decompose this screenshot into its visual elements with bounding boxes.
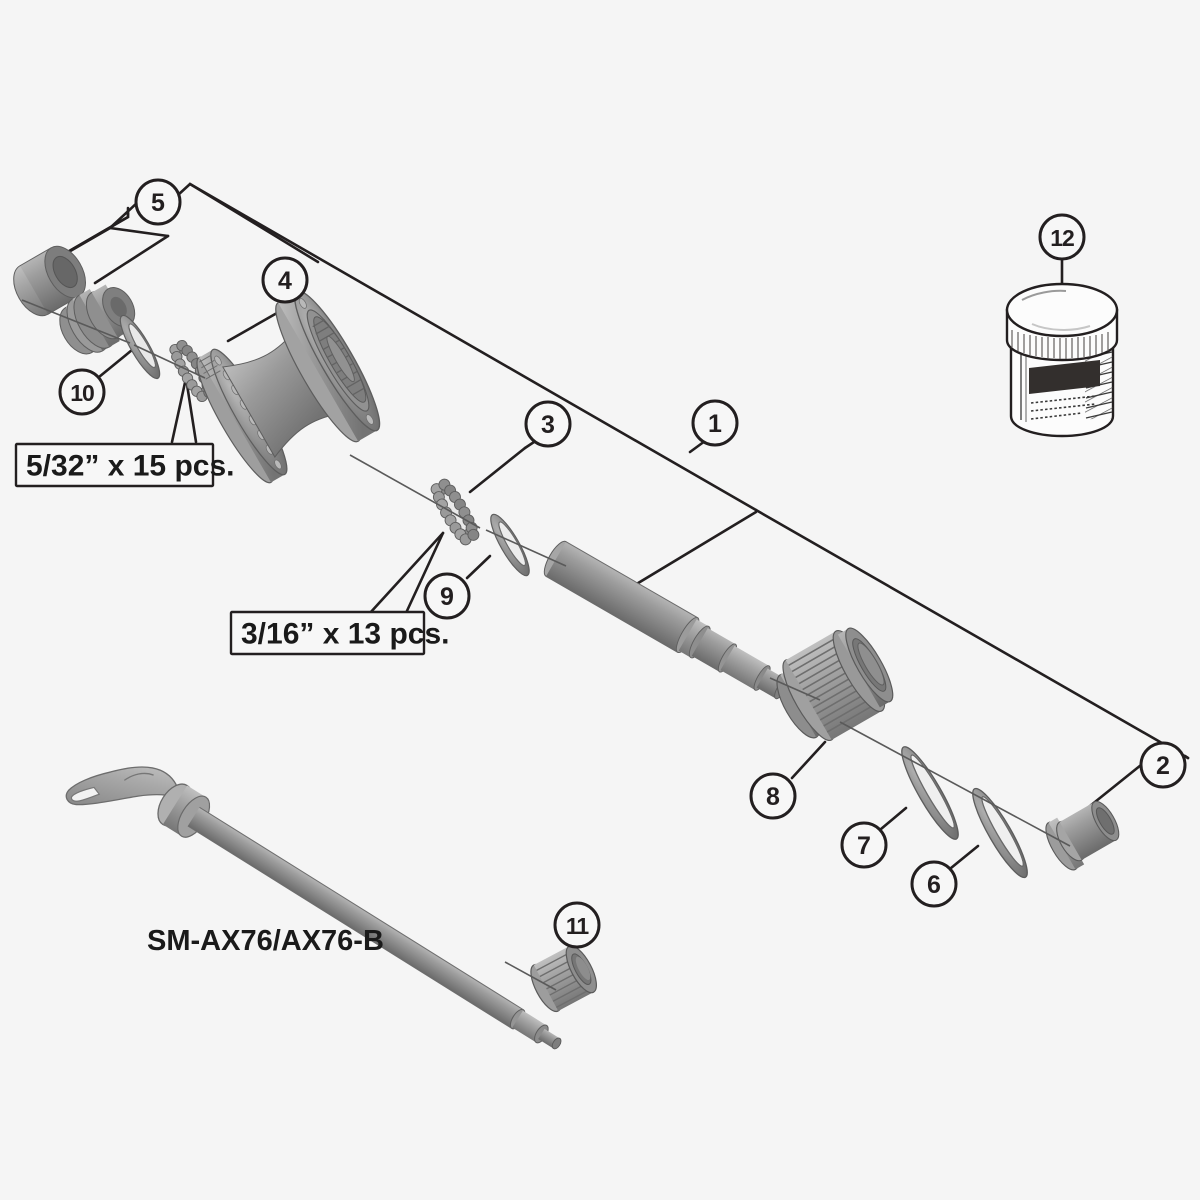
callout-8-label: 8: [766, 783, 780, 811]
part-freehub-body: [776, 627, 894, 741]
part-left-lock-nut: [13, 245, 86, 317]
leader-spec-large-a: [184, 376, 198, 444]
leader-5-seg3: [108, 226, 170, 238]
callout-5-label: 5: [151, 189, 165, 217]
leader-2-stub: [1183, 754, 1190, 760]
leader-spec-small-a: [368, 531, 445, 615]
leader-8: [790, 740, 827, 780]
part-seal-ring-6: [972, 787, 1028, 879]
callout-2-circle: [1139, 741, 1187, 789]
leader-7: [879, 806, 908, 831]
axis-line-freehub-in: [769, 677, 821, 701]
axis-line-left2: [133, 344, 206, 379]
callout-9-label: 9: [440, 583, 454, 611]
callout-12[interactable]: 12: [1038, 213, 1086, 261]
callout-2[interactable]: 2: [1139, 741, 1187, 789]
callout-9[interactable]: 9: [423, 572, 471, 620]
callout-1-label: 1: [708, 410, 722, 438]
callout-5[interactable]: 5: [134, 178, 182, 226]
spec-box-large: 5/32” x 15 pcs.: [14, 442, 234, 488]
axis-line-mid: [485, 529, 567, 567]
spec-box-small: 3/16” x 13 pcs.: [229, 610, 449, 656]
leader-9: [465, 554, 492, 580]
callout-10[interactable]: 10: [58, 368, 106, 416]
part-hub-shell: [196, 290, 381, 484]
spec-box-small-text: 3/16” x 13 pcs.: [241, 618, 449, 651]
callout-7[interactable]: 7: [840, 821, 888, 869]
callout-9-circle: [423, 572, 471, 620]
callout-7-circle: [840, 821, 888, 869]
part-grease-jar: [1005, 282, 1119, 438]
part-quick-release-nut: [530, 945, 597, 1013]
axis-line-qr: [504, 961, 557, 991]
leader-5-right: [176, 182, 320, 264]
leader-spec-large-b: [170, 376, 188, 444]
callout-6-circle: [910, 860, 958, 908]
leader-rail-1: [188, 182, 758, 512]
callout-11-label: 11: [566, 913, 590, 939]
part-right-end-cap: [1045, 800, 1120, 871]
assembly-axis-lines: [21, 299, 1071, 991]
callout-6[interactable]: 6: [910, 860, 958, 908]
callout-3[interactable]: 3: [524, 400, 572, 448]
callout-11[interactable]: 11: [553, 901, 601, 949]
callout-4-circle: [261, 256, 309, 304]
callout-3-label: 3: [541, 411, 555, 439]
callout-3-circle: [524, 400, 572, 448]
leader-5-to-circle: [108, 200, 140, 230]
callout-1[interactable]: 1: [691, 399, 739, 447]
leader-3-seg1: [468, 446, 527, 494]
callout-6-label: 6: [927, 871, 941, 899]
part-quick-release-skewer: [65, 766, 562, 1050]
callout-5-circle: [134, 178, 182, 226]
callout-2-label: 2: [1156, 752, 1170, 780]
leader-10: [97, 348, 134, 379]
spec-box-large-text: 5/32” x 15 pcs.: [26, 450, 234, 483]
leader-6: [949, 844, 980, 870]
callout-4[interactable]: 4: [261, 256, 309, 304]
axis-line-right: [839, 721, 1071, 847]
part-right-ball-retainer: [430, 478, 480, 546]
callout-11-circle: [553, 901, 601, 949]
callout-10-label: 10: [70, 380, 94, 406]
leader-spec-small-b: [404, 531, 445, 615]
axis-line-hub: [349, 454, 481, 529]
callout-1-circle: [691, 399, 739, 447]
axis-line-left: [21, 299, 131, 344]
part-seal-ring-7: [901, 746, 959, 840]
callout-4-label: 4: [278, 267, 292, 295]
callout-12-circle: [1038, 213, 1086, 261]
leader-5-down: [93, 234, 170, 285]
callout-12-label: 12: [1050, 225, 1074, 251]
callout-7-label: 7: [857, 832, 871, 860]
callout-10-circle: [58, 368, 106, 416]
callout-8-circle: [749, 772, 797, 820]
leader-rail-2: [754, 508, 1190, 760]
callout-8[interactable]: 8: [749, 772, 797, 820]
part-axle: [543, 540, 789, 700]
model-title: SM-AX76/AX76-B: [147, 925, 384, 957]
part-right-washer: [490, 513, 530, 577]
